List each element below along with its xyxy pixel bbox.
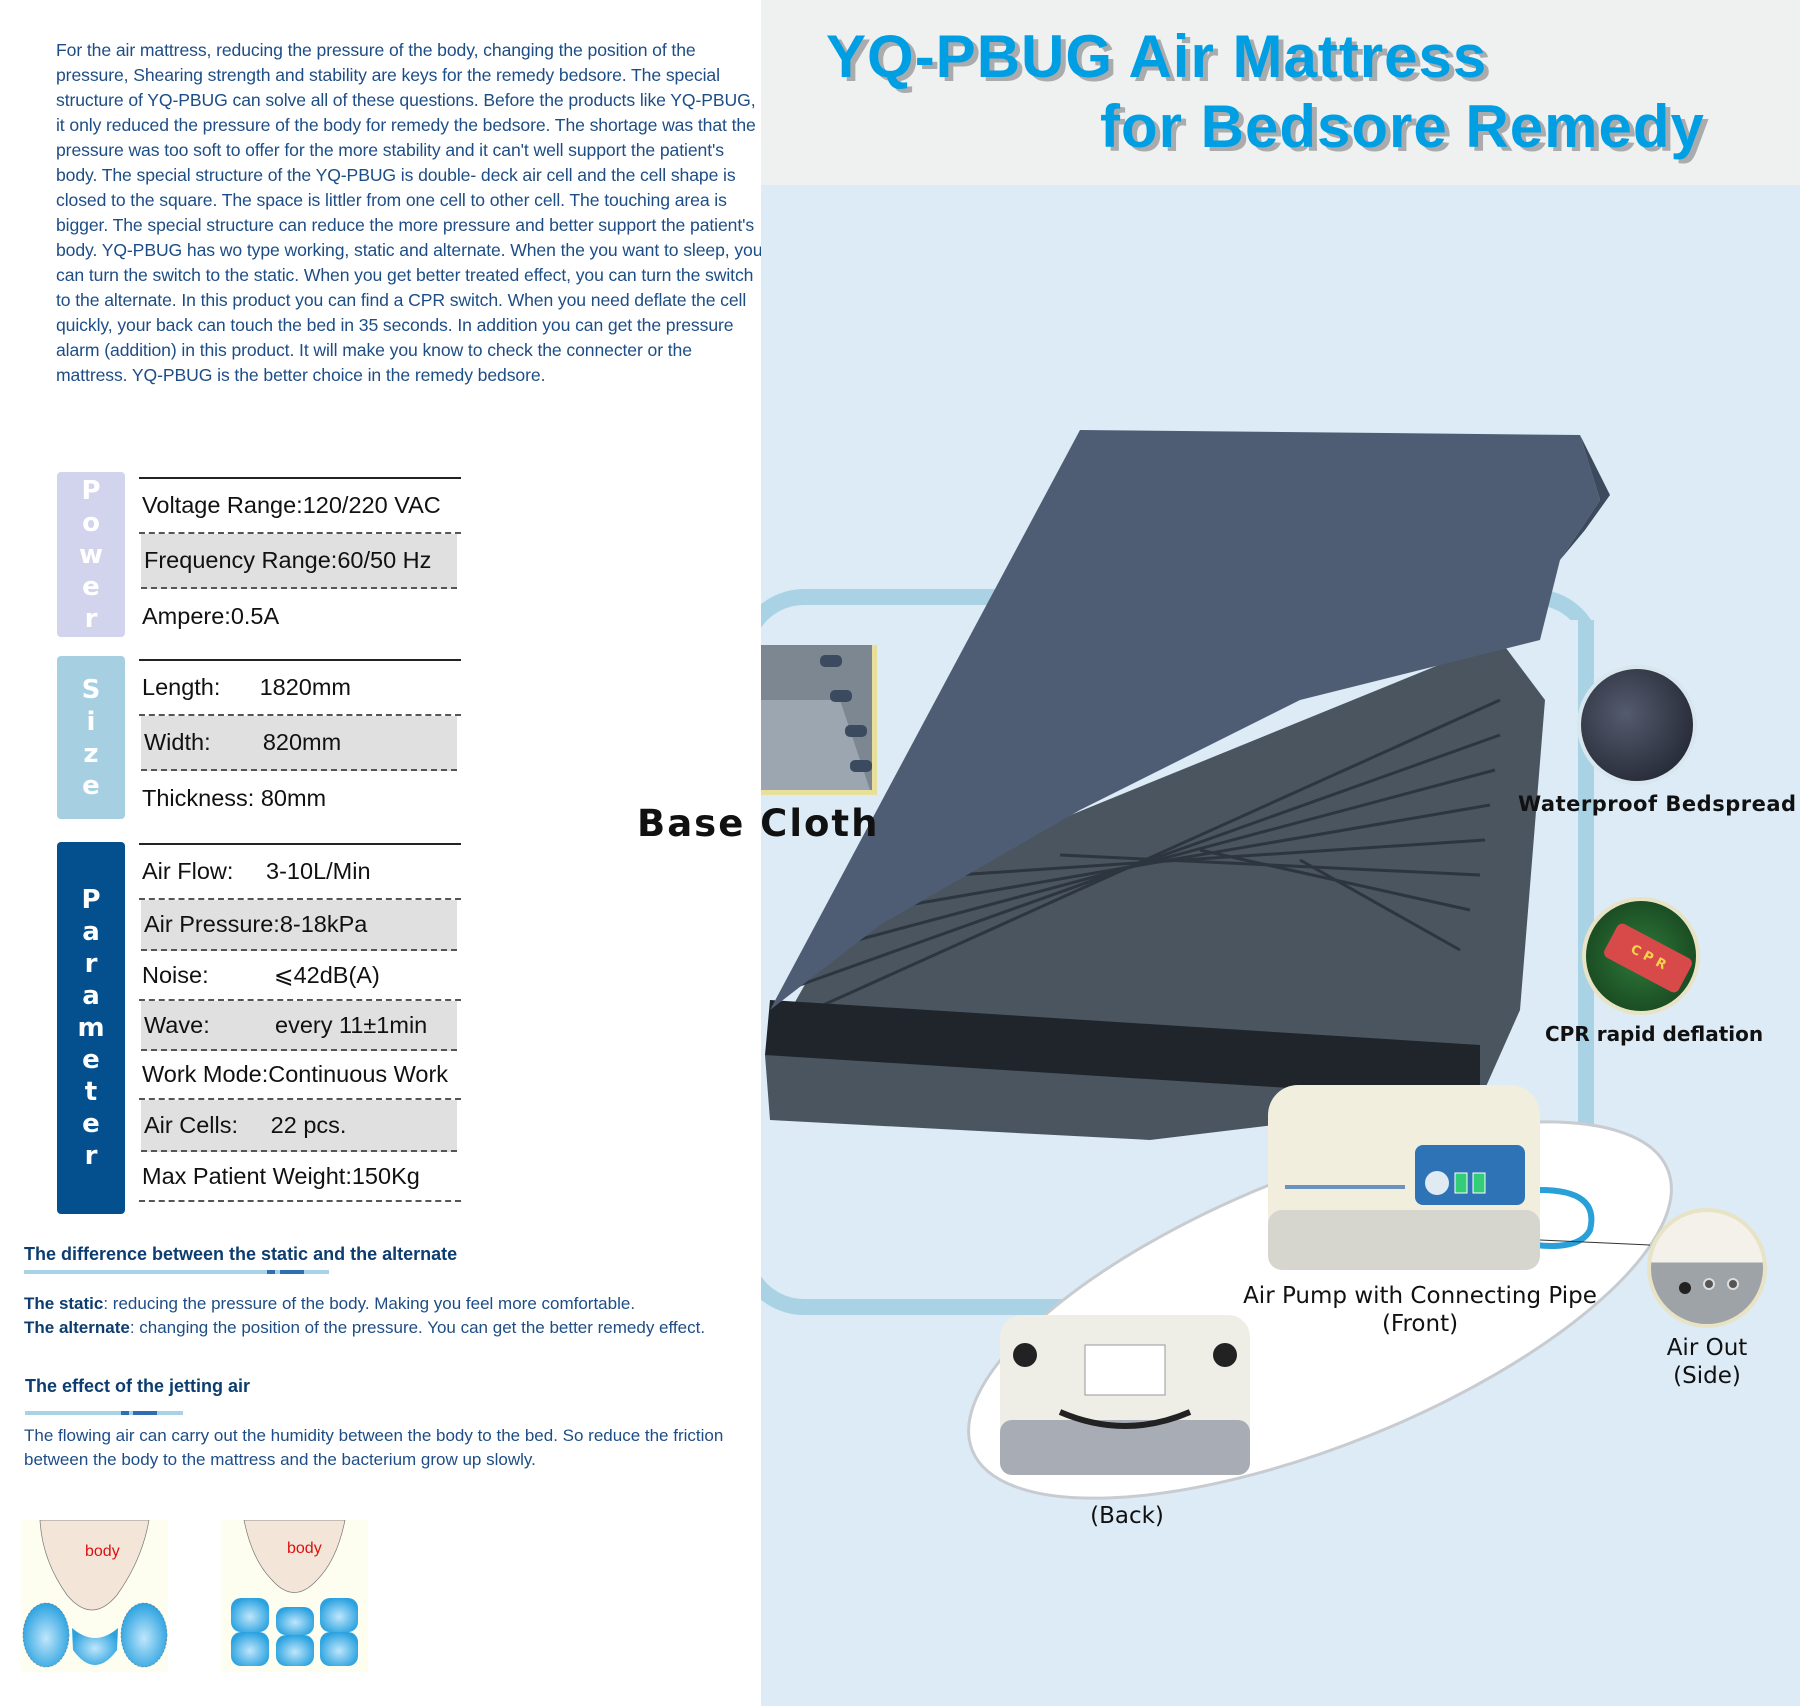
jetting-underline bbox=[25, 1411, 183, 1415]
difference-text: The static: reducing the pressure of the… bbox=[24, 1292, 764, 1340]
param-letter: a bbox=[82, 981, 100, 1011]
intro-paragraph: For the air mattress, reducing the press… bbox=[56, 40, 763, 385]
spec-ampere: Ampere:0.5A bbox=[142, 603, 280, 629]
static-cell-diagram: body bbox=[22, 1520, 168, 1672]
spec-noise: Noise: ⩽42dB(A) bbox=[139, 951, 461, 1001]
param-letter: P bbox=[81, 885, 101, 915]
spec-frequency: Frequency Range:60/50 Hz bbox=[141, 534, 457, 589]
spec-air-flow: Air Flow: 3-10L/Min bbox=[139, 845, 461, 900]
param-letter: r bbox=[84, 1141, 98, 1171]
waterproof-label: Waterproof Bedspread bbox=[1518, 792, 1797, 816]
param-letter: e bbox=[82, 1045, 100, 1075]
static-label: The static bbox=[24, 1294, 104, 1313]
difference-underline bbox=[24, 1270, 329, 1274]
air-cell-lines bbox=[789, 698, 1501, 1022]
spec-max-weight: Max Patient Weight:150Kg bbox=[139, 1152, 461, 1202]
static-text: : reducing the pressure of the body. Mak… bbox=[103, 1294, 636, 1313]
param-letter: r bbox=[84, 949, 98, 979]
size-specs: Length: 1820mm Width: 820mm Thickness: 8… bbox=[139, 659, 461, 826]
air-out-photo bbox=[1647, 1208, 1767, 1328]
cpr-tag: C P R bbox=[1601, 921, 1695, 995]
pump-front-label-line1: Air Pump with Connecting Pipe bbox=[1243, 1283, 1597, 1309]
param-letter: e bbox=[82, 1109, 100, 1139]
power-letter: w bbox=[78, 539, 104, 570]
title-line-1: YQ-PBUG Air Mattress bbox=[826, 23, 1488, 90]
pump-front-label: Air Pump with Connecting Pipe (Front) bbox=[1220, 1282, 1620, 1338]
title-line-2: for Bedsore Remedy bbox=[1100, 93, 1705, 160]
power-letter: r bbox=[84, 603, 98, 634]
size-letter: i bbox=[86, 706, 96, 737]
body-label: body bbox=[287, 1540, 322, 1557]
spec-length: Length: 1820mm bbox=[139, 661, 461, 716]
power-letter: P bbox=[81, 475, 101, 506]
alternate-label: The alternate bbox=[24, 1318, 130, 1337]
cpr-label: CPR rapid deflation bbox=[1545, 1022, 1764, 1046]
spec-work-mode: Work Mode:Continuous Work bbox=[139, 1051, 461, 1100]
power-letter: e bbox=[82, 571, 100, 602]
alternate-cell-diagram: body bbox=[222, 1520, 368, 1672]
pump-front-label-line2: (Front) bbox=[1381, 1311, 1459, 1337]
alternate-text: : changing the position of the pressure.… bbox=[129, 1318, 706, 1337]
product-illustration bbox=[761, 430, 1673, 1500]
spec-width: Width: 820mm bbox=[141, 716, 457, 771]
param-letter: m bbox=[77, 1013, 105, 1043]
param-letter: a bbox=[82, 917, 100, 947]
waterproof-bedspread-photo bbox=[1577, 665, 1697, 785]
jetting-text: The flowing air can carry out the humidi… bbox=[24, 1426, 724, 1469]
param-letter: t bbox=[84, 1077, 98, 1107]
back-label: (Back) bbox=[1090, 1503, 1164, 1529]
power-letter: o bbox=[82, 507, 100, 538]
cpr-valve-photo: C P R bbox=[1582, 897, 1700, 1015]
base-cloth-label: Base Cloth bbox=[637, 802, 880, 845]
waterproof-cover bbox=[770, 430, 1600, 1010]
spec-wave: Wave: every 11±1min bbox=[141, 1001, 457, 1051]
spec-air-pressure: Air Pressure:8-18kPa bbox=[141, 900, 457, 951]
power-specs: Voltage Range:120/220 VAC Frequency Rang… bbox=[139, 477, 461, 644]
spec-air-cells: Air Cells: 22 pcs. bbox=[141, 1100, 457, 1152]
size-letter: S bbox=[81, 674, 101, 705]
body-label: body bbox=[85, 1543, 120, 1560]
air-out-label-line1: Air Out bbox=[1666, 1335, 1748, 1361]
difference-heading: The difference between the static and th… bbox=[24, 1244, 458, 1264]
spec-thickness: Thickness: 80mm bbox=[142, 785, 327, 811]
jetting-heading: The effect of the jetting air bbox=[25, 1376, 251, 1396]
size-letter: z bbox=[83, 738, 99, 769]
air-out-label: Air Out (Side) bbox=[1637, 1334, 1777, 1390]
size-letter: e bbox=[82, 770, 100, 801]
spec-voltage: Voltage Range:120/220 VAC bbox=[139, 479, 461, 534]
title-banner: YQ-PBUG Air Mattress for Bedsore Remedy bbox=[761, 0, 1800, 185]
air-out-label-line2: (Side) bbox=[1673, 1363, 1741, 1389]
parameter-specs: Air Flow: 3-10L/Min Air Pressure:8-18kPa… bbox=[139, 843, 461, 1202]
